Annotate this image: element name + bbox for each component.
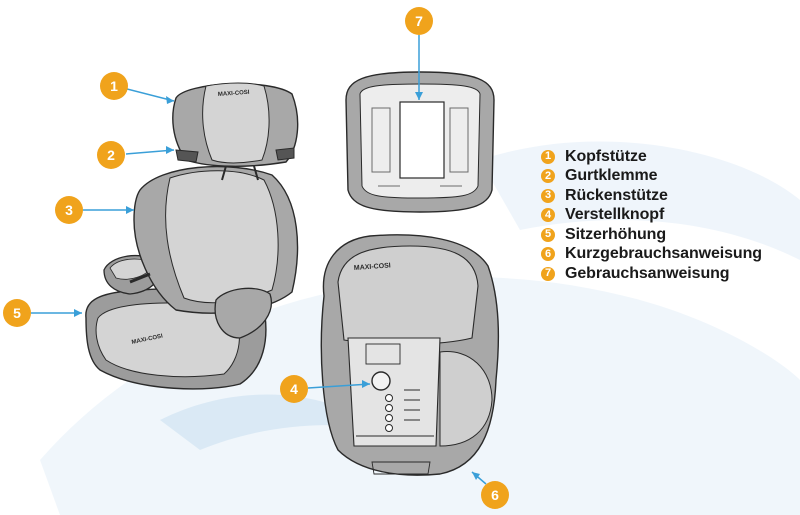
legend-item: 7 Gebrauchsanweisung — [541, 264, 762, 284]
callout-1: 1 — [100, 72, 175, 104]
legend-number-badge: 3 — [541, 188, 555, 203]
callout-6-number: 6 — [491, 487, 499, 503]
callout-1-number: 1 — [110, 78, 118, 94]
legend-number-badge: 7 — [541, 266, 555, 281]
manual-sheet — [399, 101, 445, 179]
callout-5-number: 5 — [13, 305, 21, 321]
legend-item: 3 Rückenstütze — [541, 186, 762, 206]
callout-3-number: 3 — [65, 202, 73, 218]
callout-6: 6 — [471, 471, 509, 509]
legend-label: Sitzerhöhung — [565, 225, 667, 243]
legend-item: 6 Kurzgebrauchsanweisung — [541, 245, 762, 265]
seat-back-view: MAXI-COSI — [320, 234, 500, 476]
legend-number-badge: 5 — [541, 227, 555, 242]
legend-item: 2 Gurtklemme — [541, 167, 762, 187]
legend-item: 4 Verstellknopf — [541, 206, 762, 226]
legend-label: Kurzgebrauchsanweisung — [565, 245, 762, 263]
backrest-panel — [165, 170, 279, 304]
armrest-right — [214, 287, 272, 339]
callout-2: 2 — [97, 141, 175, 169]
legend-item: 5 Sitzerhöhung — [541, 225, 762, 245]
legend-number-badge: 2 — [541, 169, 555, 184]
back-brand: MAXI-COSI — [354, 262, 391, 272]
callout-7-number: 7 — [415, 13, 423, 29]
headrest-brand: MAXI-COSI — [218, 90, 250, 98]
seat-top-view — [345, 71, 495, 213]
callout-5: 5 — [3, 299, 82, 327]
belt-clip-right — [275, 147, 295, 161]
adjust-positions — [385, 394, 393, 432]
callout-3: 3 — [55, 196, 134, 224]
callout-4: 4 — [280, 375, 371, 403]
legend-label: Gurtklemme — [565, 167, 658, 185]
legend-label: Kopfstütze — [565, 147, 647, 165]
booster-cushion — [95, 302, 240, 378]
legend-label: Gebrauchsanweisung — [565, 264, 730, 282]
headrest-panel — [202, 82, 270, 164]
legend-label: Rückenstütze — [565, 186, 668, 204]
belt-clip-left — [175, 149, 199, 163]
callout-4-number: 4 — [290, 381, 298, 397]
back-frame — [347, 337, 441, 447]
back-wing-right — [439, 351, 493, 447]
seat-front-view: MAXI-COSI MAXI-COSI — [85, 82, 299, 390]
adjust-knob — [371, 371, 391, 391]
legend-item: 1 Kopfstütze — [541, 147, 762, 167]
callout-2-number: 2 — [107, 147, 115, 163]
legend-number-badge: 4 — [541, 208, 555, 223]
back-headrest — [337, 245, 479, 345]
legend-label: Verstellknopf — [565, 206, 665, 224]
parts-legend: 1 Kopfstütze 2 Gurtklemme 3 Rückenstütze… — [541, 147, 762, 284]
legend-number-badge: 6 — [541, 247, 555, 262]
legend-number-badge: 1 — [541, 149, 555, 164]
callout-7: 7 — [405, 7, 433, 100]
